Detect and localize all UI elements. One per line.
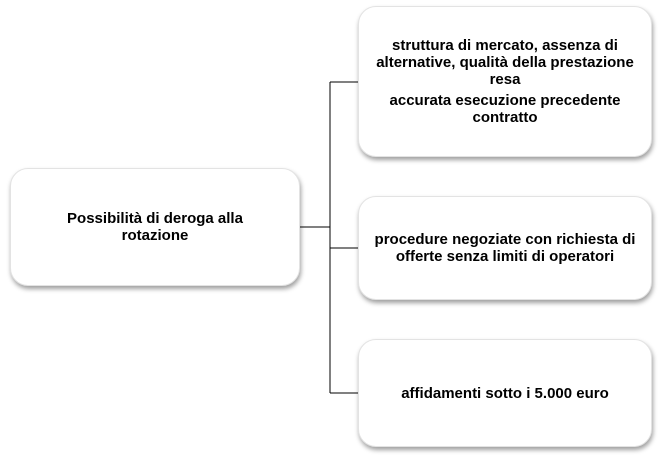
root-node: Possibilità di deroga alla rotazione: [10, 168, 300, 286]
branch-node-negotiated-procedures: procedure negoziate con richiesta di off…: [358, 196, 652, 300]
branch-node-label: struttura di mercato, assenza di alterna…: [376, 37, 634, 88]
root-node-label: Possibilità di deroga alla rotazione: [67, 210, 243, 244]
branch-node-label: procedure negoziate con richiesta di off…: [374, 231, 636, 265]
branch-node-market-structure: struttura di mercato, assenza di alterna…: [358, 6, 652, 157]
branch-node-label: affidamenti sotto i 5.000 euro: [401, 384, 609, 402]
branch-node-small-contracts: affidamenti sotto i 5.000 euro: [358, 339, 652, 447]
branch-node-label: accurata esecuzione precedente contratto: [389, 92, 621, 126]
